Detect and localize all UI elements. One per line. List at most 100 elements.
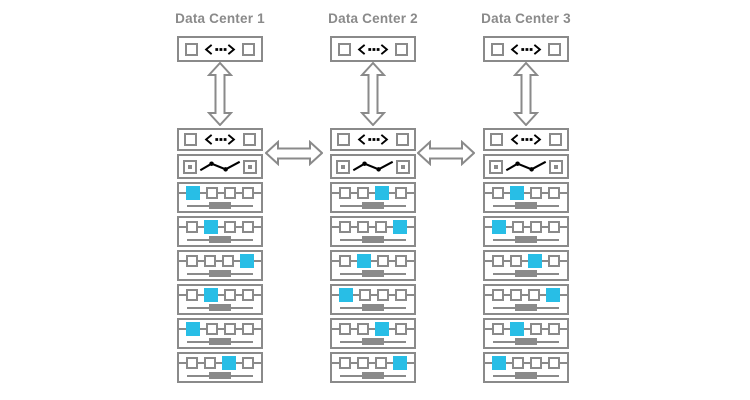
indicator-square-icon — [243, 159, 257, 174]
server-unit — [483, 182, 569, 213]
server-load-bar — [332, 202, 414, 211]
server-slot — [224, 221, 236, 233]
load-bar-thumb — [362, 236, 384, 243]
activity-sparkline-icon — [198, 159, 242, 174]
slot-connector-line — [332, 328, 414, 330]
slot-connector-line — [485, 362, 567, 364]
server-load-bar — [485, 304, 567, 313]
server-load-bar — [179, 338, 261, 347]
server-slots — [179, 184, 261, 202]
server-unit — [483, 352, 569, 383]
load-bar-thumb — [515, 270, 537, 277]
server-slot — [339, 255, 351, 267]
server-slot — [375, 221, 387, 233]
server-slot — [339, 323, 351, 335]
server-slots — [332, 354, 414, 372]
server-slot — [548, 187, 560, 199]
server-load-bar — [332, 236, 414, 245]
load-bar-thumb — [209, 304, 231, 311]
server-load-bar — [485, 270, 567, 279]
server-slot — [186, 357, 198, 369]
slot-connector-line — [485, 226, 567, 228]
load-bar-thumb — [515, 372, 537, 379]
load-bar-thumb — [362, 338, 384, 345]
server-load-bar — [332, 338, 414, 347]
active-server-slot — [375, 322, 389, 336]
server-load-bar — [485, 372, 567, 381]
server-slot — [357, 357, 369, 369]
server-unit — [483, 216, 569, 247]
server-unit — [330, 318, 416, 349]
bidirectional-arrow-icon — [416, 139, 476, 167]
server-slots — [485, 286, 567, 304]
server-slots — [332, 218, 414, 236]
active-server-slot — [186, 186, 200, 200]
rack-switch-row — [330, 128, 416, 151]
server-slot — [242, 357, 254, 369]
active-server-slot — [492, 356, 506, 370]
server-slot — [242, 187, 254, 199]
slot-connector-line — [332, 192, 414, 194]
slot-connector-line — [179, 226, 261, 228]
code-brackets-icon — [203, 43, 237, 56]
server-slot — [548, 323, 560, 335]
server-load-bar — [485, 236, 567, 245]
server-slot — [359, 289, 371, 301]
data-center-column-3: Data Center 3 — [481, 0, 571, 400]
server-rack — [483, 128, 569, 383]
load-bar-thumb — [515, 338, 537, 345]
server-slot — [204, 255, 216, 267]
slot-connector-line — [485, 328, 567, 330]
slot-connector-line — [179, 294, 261, 296]
slot-connector-line — [332, 362, 414, 364]
server-slot — [492, 187, 504, 199]
active-server-slot — [393, 356, 407, 370]
server-slot — [224, 289, 236, 301]
bidirectional-arrow-icon — [264, 139, 324, 167]
edge-router-box — [177, 36, 263, 62]
active-server-slot — [204, 220, 218, 234]
slot-connector-line — [485, 294, 567, 296]
edge-router-box — [483, 36, 569, 62]
load-bar-thumb — [362, 372, 384, 379]
server-slot — [242, 289, 254, 301]
server-load-bar — [332, 372, 414, 381]
active-server-slot — [204, 288, 218, 302]
server-slot — [492, 255, 504, 267]
server-slots — [179, 252, 261, 270]
port-square-icon — [338, 42, 351, 56]
load-bar-thumb — [209, 202, 231, 209]
slot-connector-line — [485, 192, 567, 194]
server-slot — [395, 187, 407, 199]
data-center-title: Data Center 1 — [175, 11, 265, 26]
server-unit — [483, 250, 569, 281]
server-slot — [512, 357, 524, 369]
port-square-icon — [549, 133, 562, 146]
server-slot — [242, 221, 254, 233]
slot-connector-line — [179, 260, 261, 262]
code-brackets-icon — [356, 43, 390, 56]
server-slot — [206, 187, 218, 199]
load-bar-thumb — [209, 236, 231, 243]
server-slot — [206, 323, 218, 335]
server-slot — [530, 323, 542, 335]
server-slot — [528, 289, 540, 301]
active-server-slot — [528, 254, 542, 268]
server-unit — [177, 284, 263, 315]
server-load-bar — [179, 304, 261, 313]
data-center-column-1: Data Center 1 — [175, 0, 265, 400]
slot-connector-line — [179, 192, 261, 194]
server-rack — [330, 128, 416, 383]
server-unit — [330, 284, 416, 315]
load-bar-thumb — [362, 270, 384, 277]
port-square-icon — [185, 42, 198, 56]
indicator-square-icon — [549, 159, 563, 174]
active-server-slot — [186, 322, 200, 336]
server-slot — [339, 357, 351, 369]
server-slot — [242, 323, 254, 335]
server-load-bar — [179, 270, 261, 279]
server-unit — [330, 250, 416, 281]
slot-connector-line — [332, 226, 414, 228]
server-slot — [512, 221, 524, 233]
rack-monitor-row — [177, 154, 263, 179]
